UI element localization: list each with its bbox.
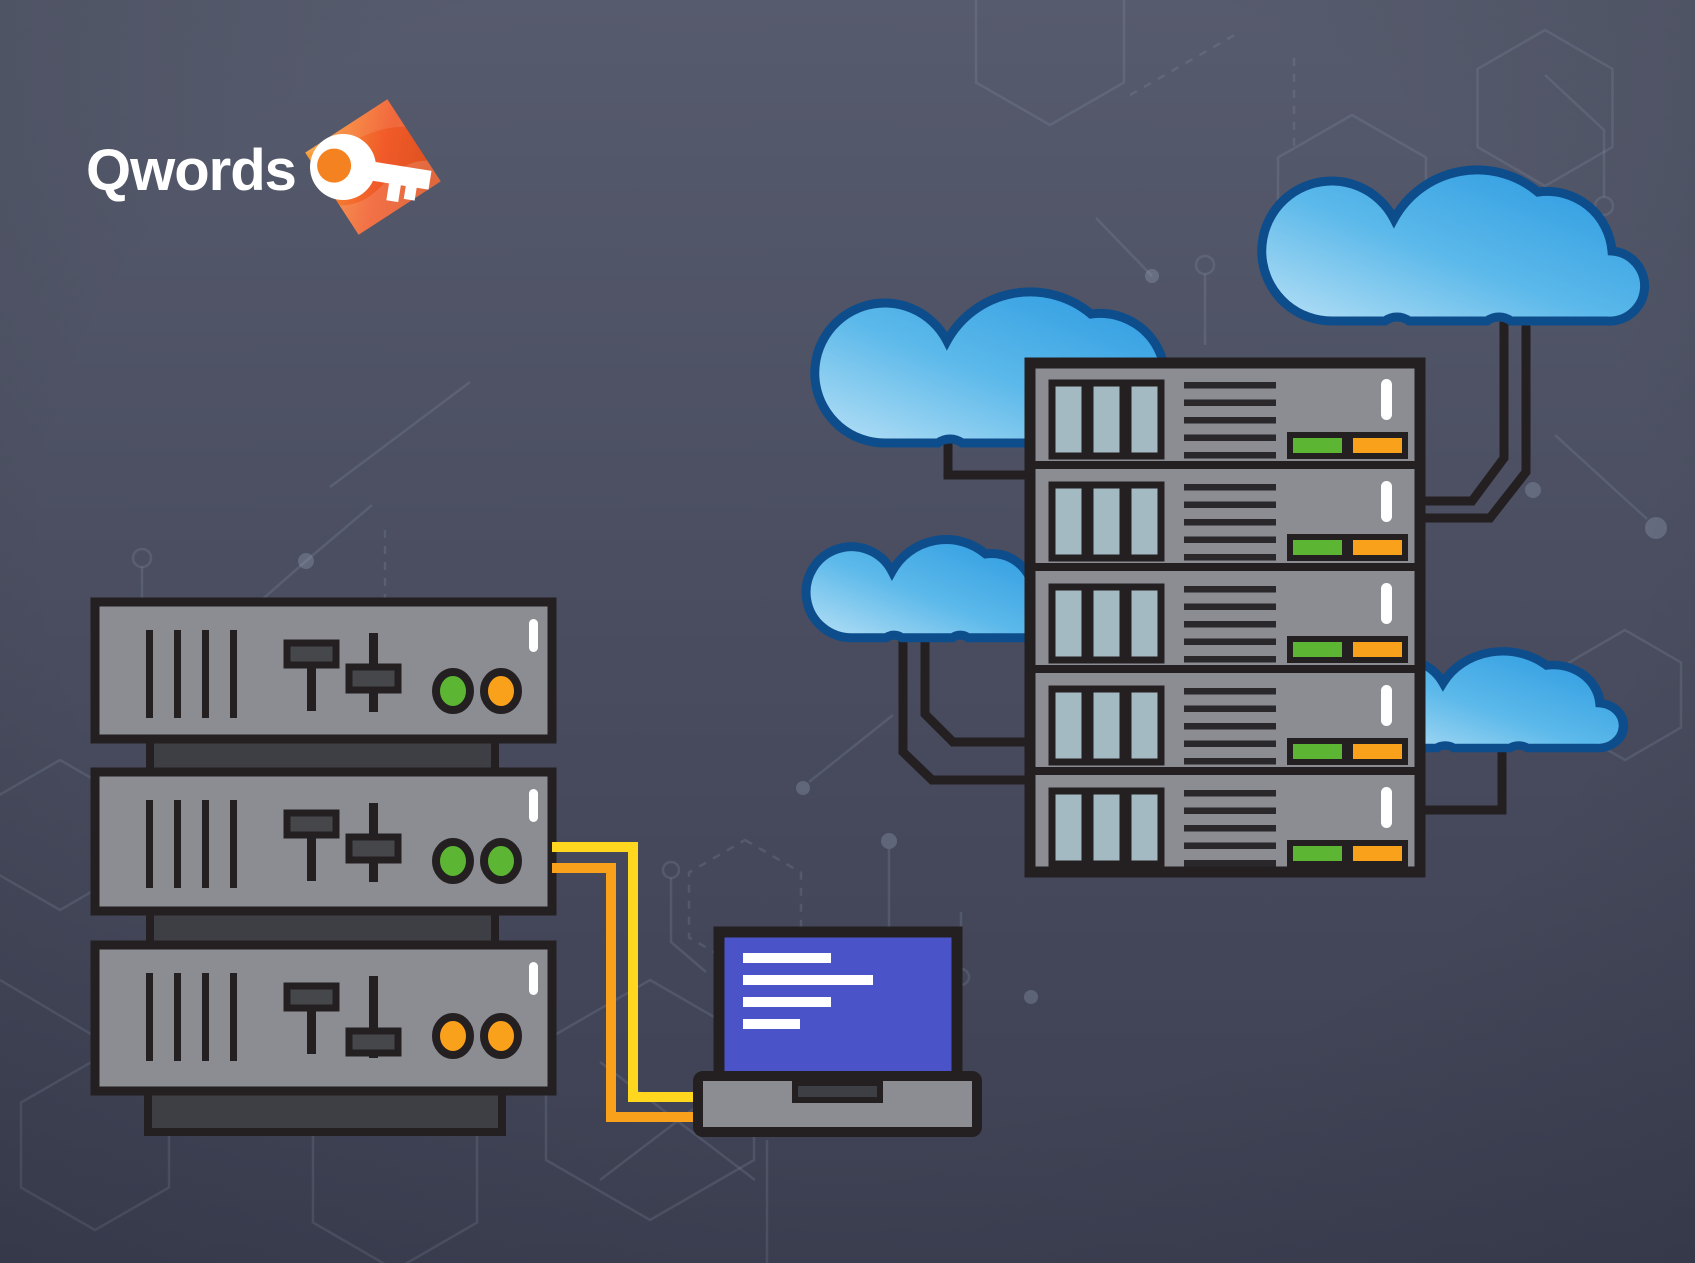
power-pill <box>1381 481 1392 522</box>
cable-cloud-top-right-to-rack-a <box>1416 300 1509 506</box>
led-bar-orange <box>1347 432 1408 459</box>
led-bar-orange <box>1347 738 1408 765</box>
cable-cloud-top-right-to-rack-b <box>1416 300 1531 523</box>
drive-trays <box>1048 685 1165 766</box>
led-bar-green <box>1287 738 1348 765</box>
cable-cloud-mid-left-to-rack-a <box>920 615 1036 747</box>
led-bar-orange <box>1347 636 1408 663</box>
laptop-hinge-notch <box>792 1080 883 1103</box>
led-bar-orange <box>1347 840 1408 867</box>
status-led-orange <box>480 668 522 714</box>
rack-unit-1 <box>1048 379 1408 460</box>
drive-trays <box>1048 583 1165 664</box>
slider-icon <box>283 976 402 1058</box>
drive-trays <box>1048 481 1165 562</box>
laptop <box>693 926 982 1137</box>
vent-lines <box>1184 688 1276 765</box>
network-cable-orange <box>552 863 700 1122</box>
laptop-base <box>693 1071 982 1137</box>
power-pill <box>529 962 538 995</box>
vent-slits <box>146 800 237 888</box>
server-unit-3 <box>90 940 557 1096</box>
drive-trays <box>1048 379 1165 460</box>
vent-lines <box>1184 790 1276 867</box>
logo-key-diamond-icon <box>305 99 441 235</box>
vent-lines <box>1184 586 1276 663</box>
power-pill <box>529 619 538 652</box>
rack-unit-4 <box>1048 685 1408 766</box>
led-bar-green <box>1287 534 1348 561</box>
qwords-logo: Qwords <box>86 99 441 235</box>
terminal-text-lines <box>743 953 873 1029</box>
rack-unit-5 <box>1048 787 1408 868</box>
rack-unit-3 <box>1048 583 1408 664</box>
cable-cloud-right-to-rack <box>1416 735 1507 815</box>
status-led-orange <box>480 1013 522 1059</box>
vent-slits <box>146 630 237 718</box>
power-pill <box>1381 685 1392 726</box>
server-unit-2 <box>90 767 557 916</box>
network-cable-yellow <box>552 842 700 1102</box>
cable-cloud-mid-left-to-rack-b <box>898 615 1036 785</box>
cloud-link-cables <box>898 300 1531 815</box>
led-bar-green <box>1287 432 1348 459</box>
key-icon <box>310 134 432 203</box>
brand-wordmark: Qwords <box>86 138 296 203</box>
drive-trays <box>1048 787 1165 868</box>
cable-cloud-upper-middle-to-rack <box>943 430 1036 480</box>
led-bar-orange <box>1347 534 1408 561</box>
status-led-green <box>432 668 474 714</box>
status-led-orange <box>432 1013 474 1059</box>
vent-lines <box>1184 382 1276 459</box>
slider-icon <box>283 803 402 882</box>
rack-unit-2 <box>1048 481 1408 562</box>
cloud-server-rack <box>1024 357 1426 878</box>
power-pill <box>1381 583 1392 624</box>
power-pill <box>529 789 538 822</box>
server-unit-1 <box>90 597 557 744</box>
power-pill <box>1381 379 1392 420</box>
vent-slits <box>146 973 237 1061</box>
vent-lines <box>1184 484 1276 561</box>
status-led-green <box>432 838 474 884</box>
slider-icon <box>283 633 402 712</box>
power-pill <box>1381 787 1392 828</box>
status-led-green <box>480 838 522 884</box>
led-bar-green <box>1287 840 1348 867</box>
left-server-stack <box>90 597 557 1136</box>
led-bar-green <box>1287 636 1348 663</box>
